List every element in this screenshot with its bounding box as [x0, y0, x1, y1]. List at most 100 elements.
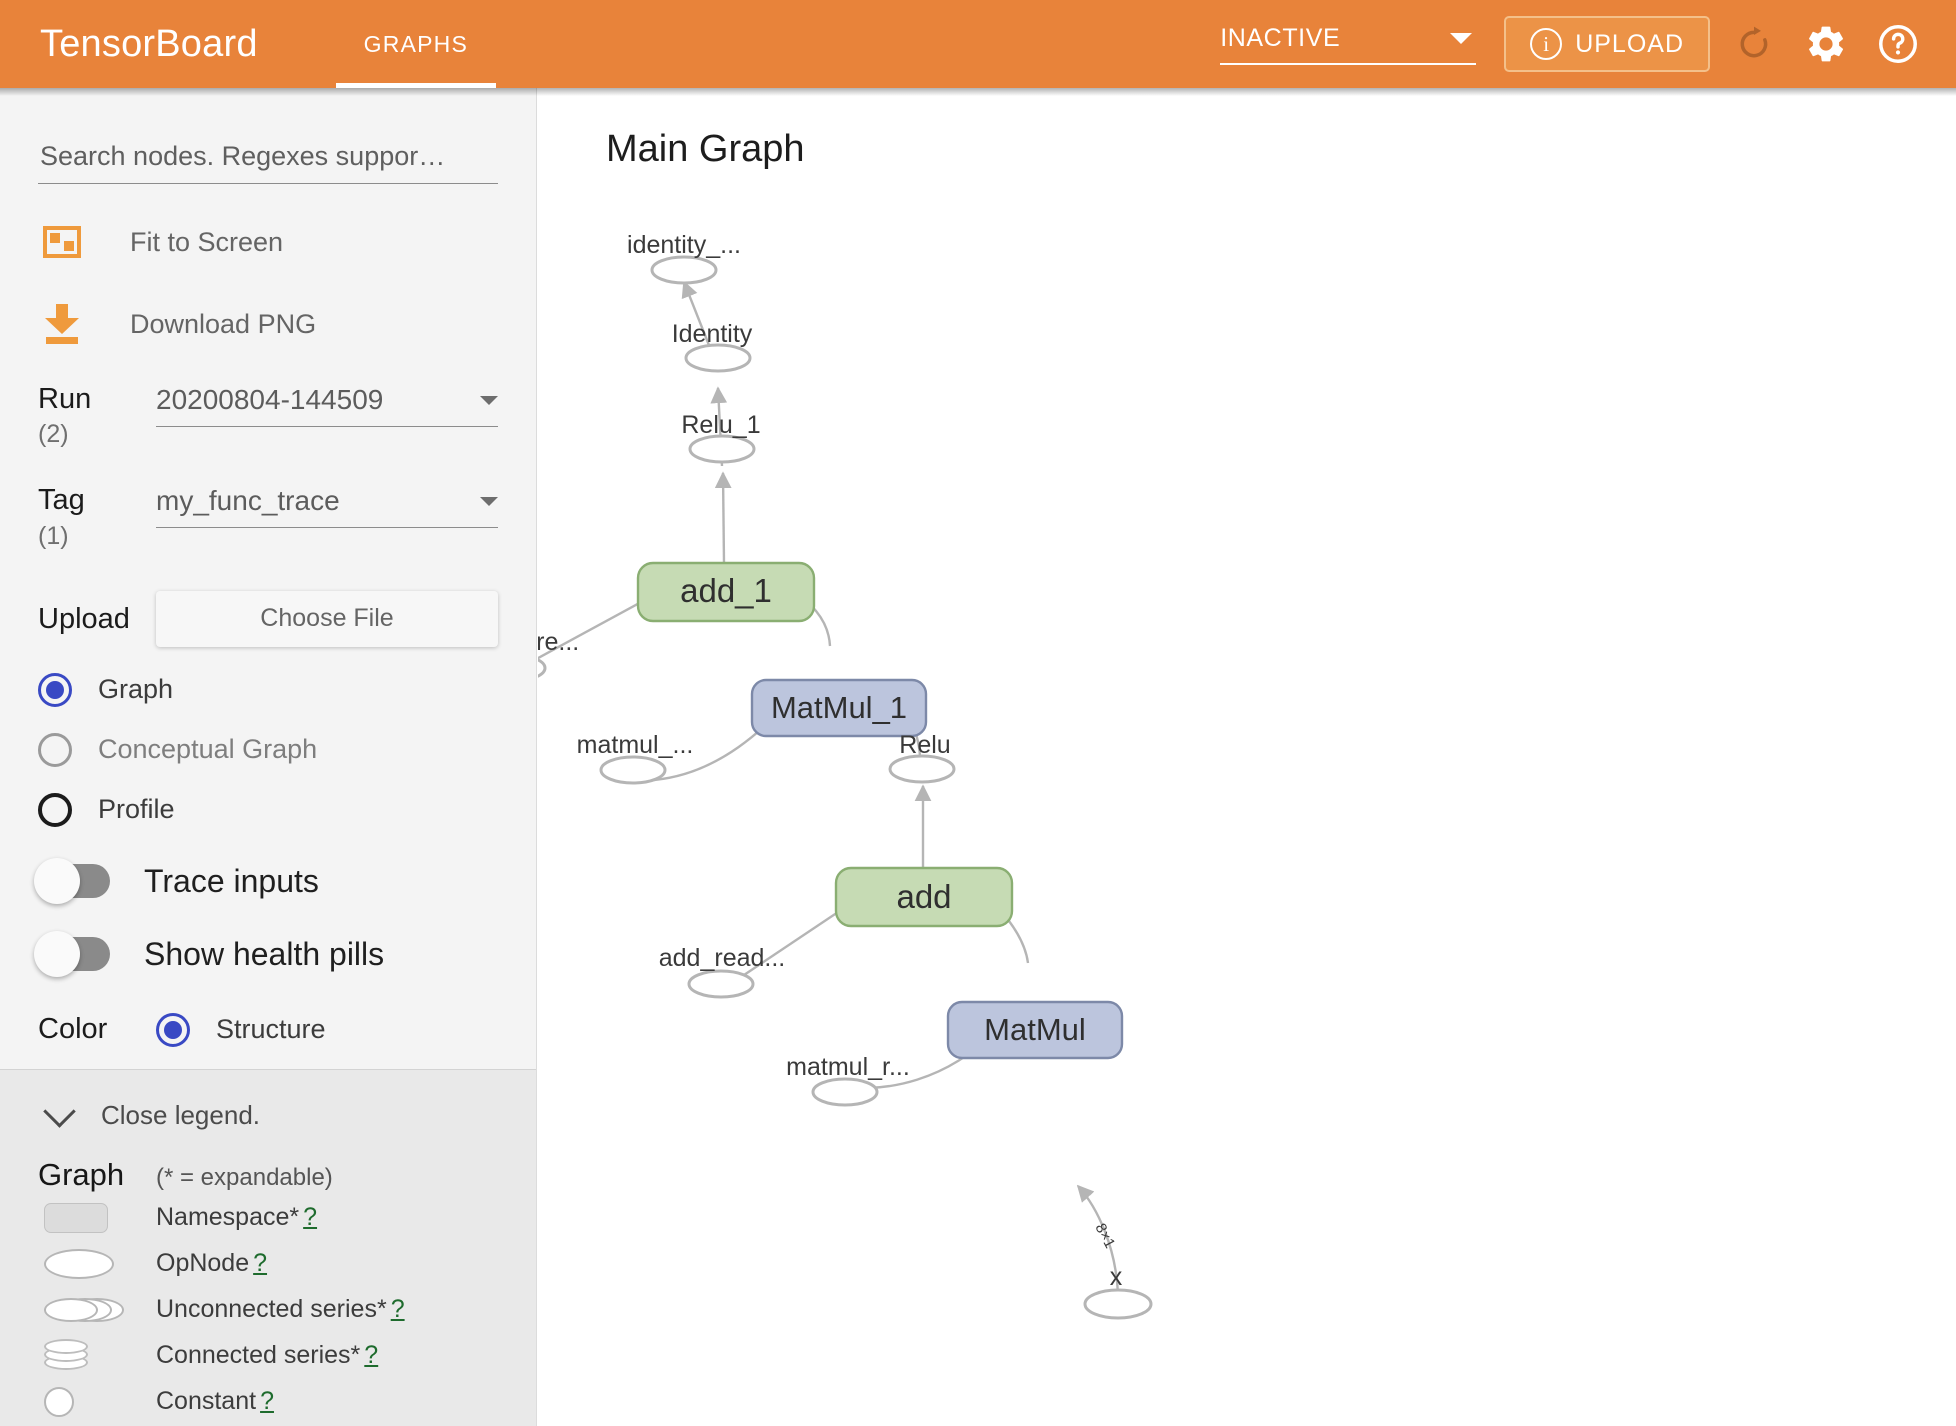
toggle-show-health-pills[interactable]: Show health pills: [34, 931, 498, 978]
node-add_1_read[interactable]: [538, 655, 547, 681]
legend-header: Graph (* = expandable): [38, 1157, 498, 1193]
upload-field: Upload Choose File: [38, 590, 498, 647]
upload-label: Upload: [38, 602, 130, 635]
run-label: Run: [38, 383, 92, 415]
constant-glyph-icon: [38, 1386, 156, 1417]
node-identity_out[interactable]: [650, 255, 718, 285]
upload-button[interactable]: i UPLOAD: [1504, 16, 1710, 72]
help-link[interactable]: ?: [253, 1249, 268, 1278]
legend-item-label: Namespace*?: [156, 1203, 318, 1232]
help-link[interactable]: ?: [390, 1295, 405, 1324]
search-node-field[interactable]: [38, 140, 502, 184]
node-Relu_1[interactable]: [688, 434, 756, 464]
node-Relu[interactable]: [888, 754, 956, 784]
legend-item-label: Connected series*?: [156, 1341, 379, 1370]
tag-label-group: Tag (1): [38, 485, 156, 550]
run-status-select[interactable]: INACTIVE: [1220, 23, 1477, 65]
app-brand: TensorBoard: [40, 22, 258, 65]
upload-button-label: UPLOAD: [1575, 29, 1684, 58]
search-input[interactable]: [38, 140, 502, 173]
graph-svg[interactable]: add_1 MatMul_1 add MatMul: [538, 88, 1956, 1426]
toggle-trace-inputs[interactable]: Trace inputs: [34, 858, 498, 905]
radio-graph[interactable]: Graph: [38, 672, 498, 707]
tab-graphs[interactable]: GRAPHS: [335, 0, 497, 88]
connected-series-glyph-icon: [38, 1338, 156, 1373]
gear-icon[interactable]: [1798, 16, 1854, 72]
graph-edges: [538, 280, 1120, 1295]
close-legend-button[interactable]: Close legend.: [38, 1095, 498, 1131]
show-health-pills-switch[interactable]: [34, 931, 110, 978]
edge-label-x-to-matmul: 8×1: [1091, 1221, 1118, 1251]
close-legend-label: Close legend.: [101, 1099, 260, 1130]
node-add_1[interactable]: add_1: [636, 561, 816, 623]
help-link[interactable]: ?: [364, 1341, 379, 1370]
legend-hint: (* = expandable): [156, 1163, 333, 1191]
run-count: (2): [38, 420, 69, 449]
node-MatMul[interactable]: MatMul: [946, 1000, 1124, 1060]
node-matmul_1_read-label: matmul_...: [577, 731, 694, 759]
node-matmul_read-label: matmul_r...: [786, 1053, 910, 1081]
edge-add1-to-relu1: [714, 471, 732, 564]
node-matmul_read[interactable]: [811, 1077, 879, 1107]
node-MatMul_1[interactable]: MatMul_1: [750, 678, 928, 738]
tag-label: Tag: [38, 484, 85, 517]
namespace-glyph-icon: [38, 1202, 156, 1233]
node-MatMul_1-label: MatMul_1: [771, 690, 907, 725]
tag-count: (1): [38, 521, 69, 550]
node-add_read[interactable]: [687, 969, 755, 999]
header-right-group: INACTIVE i UPLOAD: [1220, 0, 1926, 88]
radio-structure-indicator[interactable]: [156, 1012, 190, 1047]
node-Identity[interactable]: [684, 343, 752, 373]
node-x[interactable]: [1083, 1288, 1153, 1320]
run-value: 20200804-144509: [156, 384, 384, 415]
legend-panel: Close legend. Graph (* = expandable) Nam…: [0, 1068, 536, 1426]
legend-item: Namespace*?: [38, 1197, 498, 1239]
chevron-down-icon: [43, 1095, 76, 1128]
fit-to-screen-button[interactable]: Fit to Screen: [38, 218, 498, 266]
show-health-pills-label: Show health pills: [144, 935, 385, 972]
help-icon[interactable]: [1870, 16, 1926, 72]
tab-active-underline: [335, 83, 497, 88]
node-Relu-label: Relu: [899, 731, 950, 759]
graph-canvas[interactable]: Main Graph: [538, 88, 1956, 1426]
color-structure-label: Structure: [216, 1014, 326, 1045]
help-link[interactable]: ?: [260, 1387, 274, 1416]
node-add[interactable]: add: [834, 866, 1014, 928]
run-status-label: INACTIVE: [1220, 23, 1341, 52]
fit-to-screen-label: Fit to Screen: [130, 226, 284, 257]
graph-ellipse-nodes: [538, 255, 1153, 1320]
run-select[interactable]: 20200804-144509: [156, 384, 498, 427]
chevron-down-icon: [480, 395, 498, 405]
fit-to-screen-icon: [38, 218, 86, 266]
color-label: Color: [38, 1013, 108, 1046]
radio-profile-indicator: [38, 792, 72, 827]
legend-item-label: OpNode?: [156, 1249, 268, 1278]
node-matmul_1_read[interactable]: [599, 755, 667, 785]
choose-file-button[interactable]: Choose File: [156, 590, 498, 647]
download-icon: [38, 300, 86, 348]
tag-select[interactable]: my_func_trace: [156, 485, 498, 529]
node-add_1_read-label: add_1_re...: [538, 628, 579, 656]
refresh-icon[interactable]: [1726, 16, 1782, 72]
node-add_read-label: add_read...: [659, 944, 786, 972]
info-icon: i: [1530, 28, 1563, 60]
help-link[interactable]: ?: [303, 1203, 318, 1232]
node-add_1-label: add_1: [680, 572, 772, 609]
sidebar-controls: Fit to Screen Download PNG Run (2) 20200…: [0, 140, 536, 1069]
radio-conceptual-graph[interactable]: Conceptual Graph: [38, 732, 498, 767]
legend-item-label: Constant?: [156, 1387, 274, 1416]
radio-profile[interactable]: Profile: [38, 792, 498, 827]
tab-graphs-label: GRAPHS: [363, 30, 469, 57]
graph-op-nodes: add_1 MatMul_1 add MatMul: [636, 561, 1124, 1060]
tag-value: my_func_trace: [156, 485, 340, 517]
radio-profile-label: Profile: [98, 794, 175, 825]
sidebar: Fit to Screen Download PNG Run (2) 20200…: [0, 88, 537, 1426]
legend-item: Constant?: [38, 1381, 498, 1423]
download-png-button[interactable]: Download PNG: [38, 300, 498, 348]
legend-item: Connected series*?: [38, 1335, 498, 1377]
download-png-label: Download PNG: [130, 308, 317, 339]
trace-inputs-label: Trace inputs: [144, 862, 319, 899]
node-Relu_1-label: Relu_1: [681, 411, 760, 439]
trace-inputs-switch[interactable]: [34, 858, 110, 905]
